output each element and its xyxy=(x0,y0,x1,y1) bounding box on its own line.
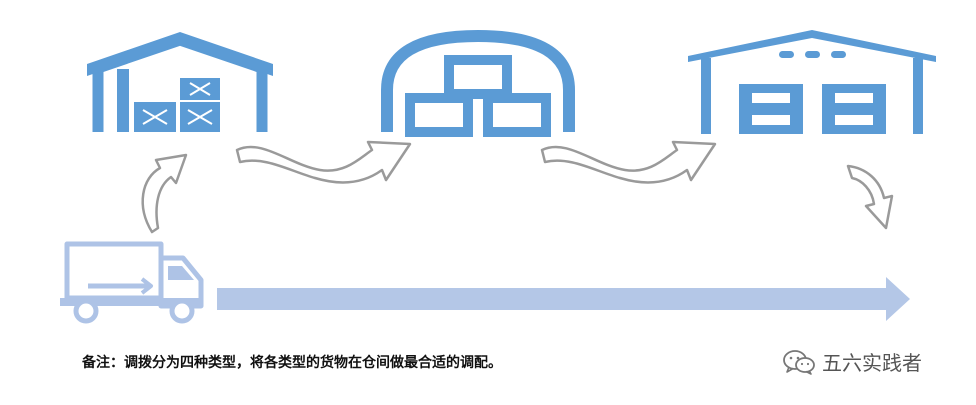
wechat-icon xyxy=(783,349,815,375)
wavy-arrow-2 xyxy=(540,140,717,184)
note-text: 备注：调拨分为四种类型，将各类型的货物在仓间做最合适的调配。 xyxy=(82,355,502,371)
warehouse-shelves-icon xyxy=(688,30,936,134)
truck-icon xyxy=(60,241,204,324)
curved-arrow-down xyxy=(846,164,894,230)
long-arrow xyxy=(217,277,910,321)
warehouse-crates-icon xyxy=(87,32,273,132)
curved-arrow-up xyxy=(141,153,188,234)
wavy-arrow-1 xyxy=(235,140,412,184)
warehouse-arched-icon xyxy=(381,30,575,137)
brand-name: 五六实践者 xyxy=(822,351,922,375)
brand-watermark: 五六实践者 xyxy=(782,347,922,376)
